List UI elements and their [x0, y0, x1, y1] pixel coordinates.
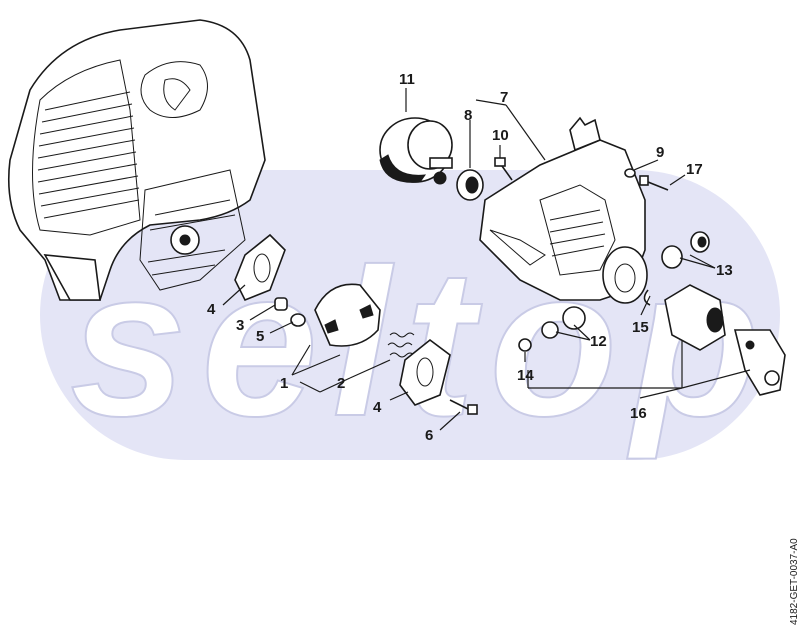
circlip — [643, 289, 651, 306]
sleeve-13 — [661, 231, 710, 269]
callout-3: 3 — [236, 317, 244, 334]
carrier-plate-lower — [399, 338, 451, 406]
drawing-code: 4182-GET-0037-A0 — [789, 538, 800, 625]
leader-lines — [222, 88, 751, 431]
washer-5 — [290, 313, 306, 327]
spacer-3 — [274, 297, 288, 311]
callout-4-lower: 4 — [373, 399, 382, 416]
callout-11: 11 — [399, 71, 415, 88]
screw-6 — [449, 399, 478, 415]
callout-7: 7 — [500, 89, 508, 106]
callout-10: 10 — [492, 127, 509, 144]
clutch-spring — [387, 332, 415, 358]
bushing-12 — [541, 306, 586, 339]
callout-9: 9 — [656, 144, 664, 161]
callout-5: 5 — [256, 328, 264, 345]
screw-17 — [639, 175, 669, 191]
carrier-plate-upper — [234, 233, 286, 302]
clamp-tube — [664, 284, 786, 396]
screw-14 — [518, 338, 532, 352]
callout-12: 12 — [590, 333, 607, 350]
cooling-fins — [37, 91, 140, 219]
callouts: 11 7 8 10 9 17 13 15 12 14 16 4 3 5 1 2 … — [207, 71, 733, 444]
gear-housing — [479, 116, 648, 304]
washer-9 — [624, 168, 636, 178]
callout-6: 6 — [425, 427, 433, 444]
clutch-drum — [379, 117, 453, 185]
watermark-text: seltop — [70, 225, 760, 460]
callout-16: 16 — [630, 405, 647, 422]
callout-14: 14 — [517, 367, 534, 384]
bearing — [456, 169, 484, 201]
callout-4-upper: 4 — [207, 301, 216, 318]
callout-1: 1 — [280, 375, 288, 392]
callout-2: 2 — [337, 375, 345, 392]
callout-8: 8 — [464, 107, 472, 124]
clutch-shoes — [314, 283, 381, 347]
callout-17: 17 — [686, 161, 703, 178]
callout-15: 15 — [632, 319, 649, 336]
engine-housing — [7, 19, 266, 301]
callout-13: 13 — [716, 262, 733, 279]
